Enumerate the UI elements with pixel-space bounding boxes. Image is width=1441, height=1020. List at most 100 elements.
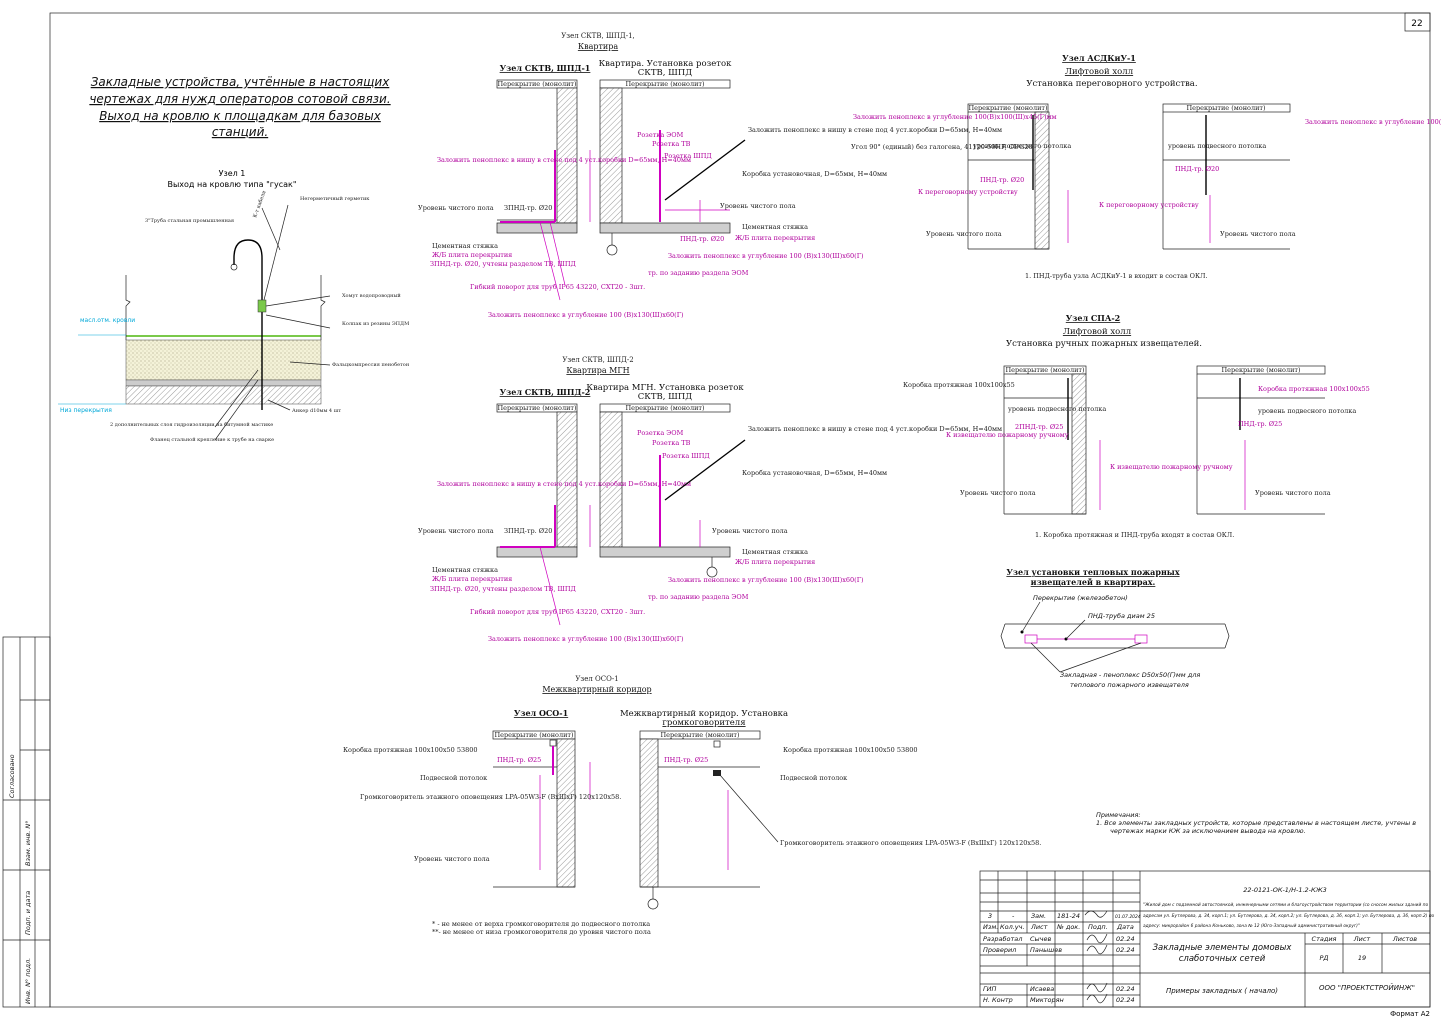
tb-head-2: Кол.уч. — [1000, 923, 1025, 931]
g2-recess-floor: Заложить пеноплекс в углубление 100 (В)х… — [488, 635, 684, 643]
g3-right-speaker: Громкоговоритель этажного оповещения LPA… — [780, 839, 1041, 847]
g1-floor: Уровень чистого пола — [418, 204, 494, 212]
tb-role-1: Разработал — [983, 935, 1022, 943]
heading-line-2: чертежах для нужд операторов сотовой свя… — [89, 92, 390, 106]
node1-canopy-label: Негерметичный герметик — [300, 196, 370, 202]
group2-right-slab: Перекрытие (монолит) — [625, 404, 705, 412]
askue-note: 1. ПНД-труба узла АСДКиУ-1 в входит в со… — [1025, 272, 1208, 280]
askue-left-floor: Уровень чистого пола — [926, 230, 1002, 238]
g1-screed: Цементная стяжка — [432, 242, 498, 250]
node1-title: Узел 1 — [219, 169, 246, 178]
askue-right-device: К переговорному устройству — [1099, 201, 1199, 209]
node1-detail: Узел 1 Выход на кровлю типа "гусак" 3"Тр… — [58, 169, 410, 443]
group3-left-slab: Перекрытие (монолит) — [494, 731, 574, 739]
group3-right-title-2: громкоговорителя — [662, 718, 745, 728]
heading-line-1: Закладные устройства, учтённые в настоящ… — [91, 75, 390, 89]
tb-head-4: № док. — [1056, 923, 1080, 931]
tb-rev-2: - — [1012, 912, 1015, 920]
g2-recess-wall: Заложить пеноплекс в нишу в стене под 4 … — [437, 480, 691, 488]
node1-layers-label: 2 дополнительных слоя гидроизоляции на б… — [110, 421, 273, 428]
spa-sub-2: Установка ручных пожарных извещателей. — [1006, 339, 1202, 349]
g2-rc-slab: Ж/Б плита перекрытия — [432, 575, 512, 583]
heading-line-3: Выход на кровлю к площадкам для базовых — [99, 109, 382, 123]
spa-left-slab: Перекрытие (монолит) — [1005, 366, 1085, 374]
node1-slab-mark: Низ перекрытия — [60, 407, 112, 414]
g1-pipe20-tv: ЗПНД-тр. Ø20, учтены разделом ТВ, ШПД — [430, 260, 576, 268]
g3-note-1: * - не менее от верха громкоговорителя д… — [432, 920, 650, 928]
g3-left-ceiling: Подвесной потолок — [420, 774, 487, 782]
general-notes: Примечания: 1. Все элементы закладных ус… — [1096, 811, 1416, 835]
tb-name-4: Микторян — [1030, 996, 1064, 1004]
askue-title: Узел АСДКиУ-1 — [1062, 53, 1136, 63]
tb-role-3: ГИП — [983, 985, 996, 993]
group3-caption-1: Узел ОСО-1 — [575, 675, 618, 683]
g2-bend: Гибкий поворот для труб IP65 43220, CXT2… — [470, 608, 645, 616]
group1-right-slab: Перекрытие (монолит) — [625, 80, 705, 88]
tb-head-6: Дата — [1116, 923, 1134, 931]
askue-left-ceil: уровень подвесного потолка — [973, 142, 1071, 150]
g3-left-pnd25: ПНД-тр. Ø25 — [497, 756, 541, 764]
g1-recess-floor: Заложить пеноплекс в углубление 100 (В)х… — [488, 311, 684, 319]
sheet-frame: 22 Формат А2 — [49, 12, 1431, 1018]
node1-subtitle: Выход на кровлю типа "гусак" — [167, 180, 296, 189]
tb-date-4: 02.24 — [1116, 996, 1135, 1004]
tb-sheets-head: Листов — [1392, 935, 1417, 943]
g1-box: Коробка установочная, D=65мм, Н=40мм — [742, 170, 887, 178]
page-number: 22 — [1411, 19, 1422, 29]
tb-date-2: 02.24 — [1116, 946, 1135, 954]
tb-drawing: Примеры закладных ( начало) — [1166, 987, 1278, 995]
g2-right-floor: Уровень чистого пола — [712, 527, 788, 535]
askue-right-slab: Перекрытие (монолит) — [1186, 104, 1266, 112]
g1-right-recess-wall: Заложить пеноплекс в нишу в стене под 4 … — [748, 126, 1002, 134]
spa-right-slab: Перекрытие (монолит) — [1221, 366, 1301, 374]
g3-left-floor: Уровень чистого пола — [414, 855, 490, 863]
stamp-inv: Инв. N° подл. — [24, 958, 32, 1004]
g1-pnd20: ПНД-тр. Ø20 — [680, 235, 724, 243]
g2-box: Коробка установочная, D=65мм, Н=40мм — [742, 469, 887, 477]
tb-rev-4: 181-24 — [1057, 912, 1080, 920]
tb-sheet-no: 19 — [1358, 954, 1366, 962]
heat-title-2: извещателей в квартирах. — [1031, 577, 1156, 587]
tb-stage: РД — [1320, 954, 1329, 962]
askue-right-pnd20: ПНД-тр. Ø20 — [1175, 165, 1219, 173]
heat-pipe: ПНД-труба диам 25 — [1088, 612, 1155, 620]
g3-right-box: Коробка протяжная 100х100х50 53800 — [783, 746, 918, 754]
tb-name-2: Панышев — [1030, 946, 1062, 954]
tb-sheet-title-1: Закладные элементы домовых — [1153, 943, 1293, 953]
g2-screed: Цементная стяжка — [432, 566, 498, 574]
spa-node: Узел СПА-2 Лифтовой холл Установка ручны… — [903, 313, 1370, 539]
askue-left-pnd20: ПНД-тр. Ø20 — [980, 176, 1024, 184]
g2-right-recess-wall: Заложить пеноплекс в нишу в стене под 4 … — [748, 425, 1002, 433]
signature-marks — [1084, 910, 1108, 1004]
g1-right-rc-slab: Ж/Б плита перекрытия — [735, 234, 815, 242]
spa-left-pipe25: 2ПНД-тр. Ø25 — [1015, 423, 1063, 431]
spa-right-detector: К извещателю пожарному ручному — [1110, 463, 1233, 471]
g2-pipe20-tv: ЗПНД-тр. Ø20, учтены разделом ТВ, ШПД — [430, 585, 576, 593]
spa-note: 1. Коробка протяжная и ПНД-труба входят … — [1035, 531, 1234, 539]
node1-flange-label: Фланец стальной крепление к трубе на сва… — [150, 436, 274, 443]
askue-right-recess: Заложить пеноплекс в углубление 100(В)х1… — [1305, 118, 1441, 126]
g2-pipe20: ЗПНД-тр. Ø20 — [504, 527, 552, 535]
node1-clamp-label: Хомут водопроводный — [342, 293, 401, 299]
tb-date-1: 02.24 — [1116, 935, 1135, 943]
group1-left-slab: Перекрытие (монолит) — [497, 80, 577, 88]
node1-seal-label: Колпак из резины ЭПДМ — [342, 321, 409, 327]
group2-right-title-1: Квартира МГН. Установка розеток — [586, 383, 744, 393]
group3-caption-2: Межквартирный коридор — [542, 685, 651, 694]
g2-sock-tv: Розетка ТВ — [652, 439, 691, 447]
stamp-agreed: Согласовано — [8, 754, 16, 798]
askue-left-device: К переговорному устройству — [918, 188, 1018, 196]
group1-sktv-shpd-1: Узел СКТВ, ШПД-1, Квартира Узел СКТВ, ШП… — [418, 32, 1002, 319]
heading-line-4: станций. — [212, 125, 268, 139]
askue-angle: Угол 90° (единый) без галогена, 41120-50… — [851, 143, 1033, 151]
tb-company: ООО "ПРОЕКТСТРОЙИНЖ" — [1319, 983, 1415, 992]
group2-right-labels: Розетка ЭОМ Розетка ТВ Розетка ШПД Залож… — [637, 425, 1002, 601]
heat-slab: Перекрытие (железобетон) — [1033, 594, 1128, 602]
spa-left-detector: К извещателю пожарному ручному — [946, 431, 1069, 439]
g1-right-floor: Уровень чистого пола — [720, 202, 796, 210]
heat-title-1: Узел установки тепловых пожарных — [1006, 567, 1179, 577]
g1-right-recess-floor: Заложить пеноплекс в углубление 100 (В)х… — [668, 252, 864, 260]
group1-right-labels: Розетка ЭОМ Розетка ТВ Розетка ШПД Залож… — [637, 126, 1002, 277]
group1-left-title: Узел СКТВ, ШПД-1 — [500, 63, 591, 73]
